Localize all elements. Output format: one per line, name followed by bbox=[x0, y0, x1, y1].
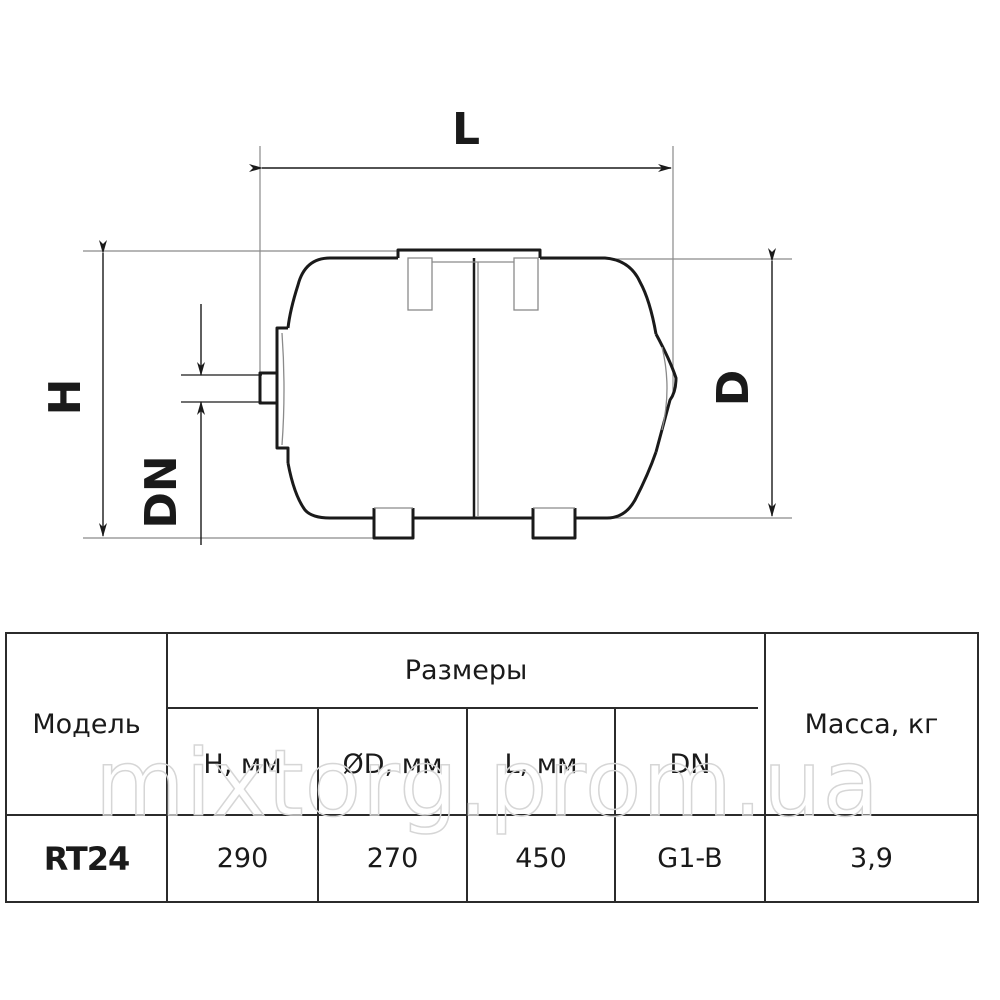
row-model: RT24 bbox=[43, 839, 131, 878]
divider-sizes-header bbox=[166, 707, 758, 709]
length-dimension: L bbox=[249, 104, 674, 392]
header-sizes-group: Размеры bbox=[404, 655, 528, 686]
row-mass: 3,9 bbox=[850, 843, 893, 874]
divider-data-row bbox=[5, 814, 979, 816]
diameter-label: D bbox=[708, 370, 759, 407]
table-border-left bbox=[5, 632, 7, 903]
row-value-dn: G1-B bbox=[657, 843, 723, 874]
divider-col-2 bbox=[466, 707, 468, 903]
tank-body bbox=[258, 248, 678, 540]
connection-label: DN bbox=[136, 455, 187, 528]
divider-col-1 bbox=[317, 707, 319, 903]
header-col-l: L, мм bbox=[504, 749, 578, 780]
height-label: H bbox=[40, 379, 91, 416]
diameter-dimension: D bbox=[540, 248, 792, 519]
divider-col-3 bbox=[614, 707, 616, 903]
row-value-h: 290 bbox=[216, 843, 269, 874]
table-border-bottom bbox=[5, 901, 979, 903]
length-label: L bbox=[452, 104, 480, 155]
header-mass: Масса, кг bbox=[804, 708, 939, 740]
header-col-dn: DN bbox=[669, 749, 711, 780]
table-border-right bbox=[977, 632, 979, 903]
height-dimension: H bbox=[40, 240, 420, 539]
header-model: Модель bbox=[32, 708, 141, 740]
header-col-d: ØD, мм bbox=[342, 749, 443, 780]
row-value-l: 450 bbox=[515, 843, 567, 874]
row-value-d: 270 bbox=[366, 843, 419, 874]
tank-drawing: L H DN D bbox=[40, 104, 792, 545]
tank-details bbox=[281, 257, 668, 516]
header-col-h: H, мм bbox=[203, 749, 282, 780]
divider-model bbox=[166, 632, 168, 903]
connection-dimension: DN bbox=[136, 304, 262, 545]
divider-mass bbox=[764, 632, 766, 903]
table-border-top bbox=[5, 632, 979, 634]
